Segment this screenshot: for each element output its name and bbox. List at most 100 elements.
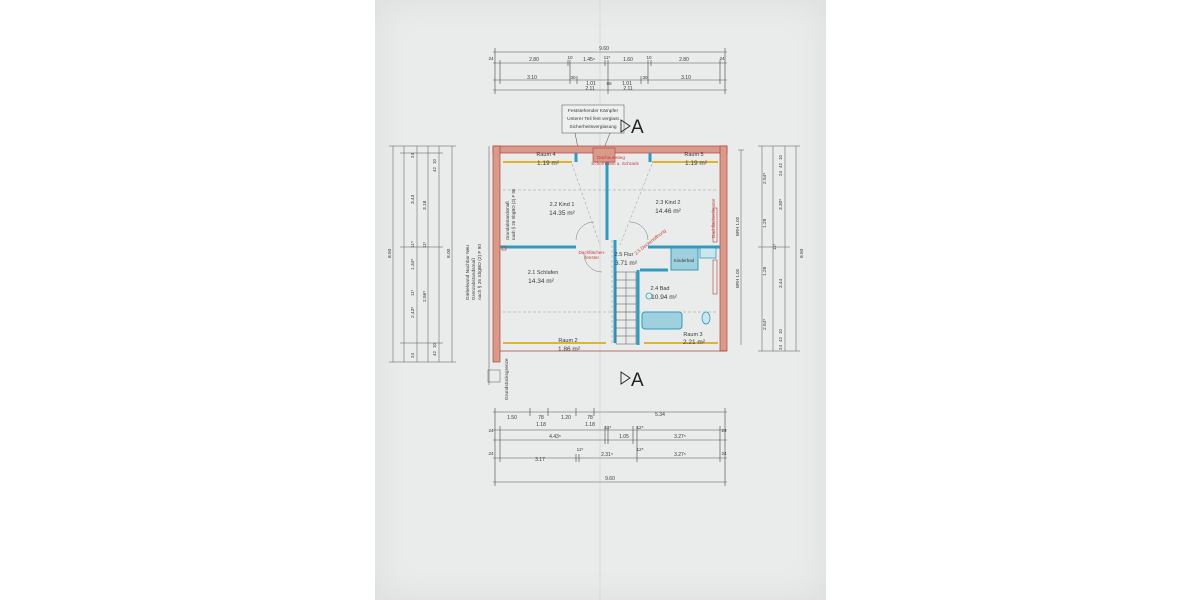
knee-walls — [503, 161, 718, 344]
dim-right-s3: 10 — [778, 329, 783, 334]
dim-right-outer: 8.50 — [799, 248, 805, 258]
room-labels: Raum 4 1.19 m² Raum 5 1.19 m² 2.2 Kind 1… — [528, 152, 708, 353]
dim-bot-r3-5: 3.27⁵ — [674, 434, 686, 440]
dim-left-s7: 11⁵ — [410, 289, 415, 296]
room-kind1-area: 14.35 m² — [549, 210, 575, 217]
left-inner-note-2: nach § 26 SbgBO (2) F 90 — [511, 188, 516, 240]
dim-right-s4: 42 — [778, 337, 783, 342]
red-top-1: Dachausstieg — [597, 155, 625, 160]
dim-top-r1-5: 1.60 — [623, 57, 633, 63]
windows — [501, 207, 718, 295]
bottom-dimensions — [493, 408, 727, 486]
kaempfer-note: Feststehender Kämpfer Unterer Teil fest … — [561, 104, 625, 149]
room-flur-name: 2.5 Flur — [615, 252, 634, 258]
dim-right-0: 2.54⁵ — [762, 173, 768, 184]
dim-top-r1-0: 24 — [488, 56, 494, 61]
room-5-name: Raum 5 — [684, 152, 703, 158]
left-dim-labels: 8.50 8.00 3.43 3.18 1.34⁵ 11⁵ 2.56⁵ 2.43… — [387, 153, 452, 358]
dim-bot-r4-5: 3.27⁵ — [674, 452, 686, 458]
room-kind1-name: 2.2 Kind 1 — [550, 202, 575, 208]
room-kind2-area: 14.46 m² — [655, 208, 681, 215]
red-right: Dachflächenfenster — [711, 198, 716, 238]
dim-left-s1: 42 — [432, 167, 437, 172]
toilet — [701, 311, 711, 325]
dim-bot-r3-1: 4.43⁵ — [549, 434, 561, 440]
dim-bot-r2-0: 1.18 — [536, 422, 546, 428]
dim-left-3: 11⁵ — [410, 241, 416, 248]
section-mark-bottom: A — [620, 370, 644, 391]
red-left-2: fenster — [585, 255, 600, 260]
dim-bot-r4-3: 2.31⁵ — [601, 452, 613, 458]
chimney — [592, 147, 616, 163]
dim-bot-r4-1: 3.17 — [535, 457, 545, 463]
dim-right-1: 3.30⁵ — [778, 199, 784, 210]
bath-fixtures: Kinderbad — [641, 247, 717, 330]
room-3-area: 2.21 m² — [683, 339, 706, 346]
dim-bot-r3-6: 24 — [721, 428, 727, 433]
dim-right-s5: 24 — [778, 345, 783, 350]
room-bad-name: 2.4 Bad — [651, 286, 670, 292]
dim-top-r2-2: 1.01 — [586, 81, 596, 87]
right-dim-labels: 8.50 2.54⁵ 3.30⁵ 1.29 1.26 11⁵ 3.44 2.54… — [735, 155, 805, 350]
dim-bot-total: 9.60 — [605, 476, 615, 482]
dim-top-r2-5: 30 — [642, 75, 648, 80]
dim-left-s4: 42 — [432, 351, 437, 356]
dim-top-r1-6: 10 — [646, 55, 652, 60]
section-mark-top: A — [620, 117, 644, 138]
bottom-wall-note: Grundstücksgrenze — [504, 358, 510, 400]
dim-right-3: 1.26 — [762, 266, 768, 276]
dim-bot-r1-3: 78 — [587, 415, 593, 421]
room-5-area: 1.19 m² — [685, 160, 708, 167]
dim-top-r3-1: 2.11 — [623, 86, 633, 92]
dim-top-r1-7: 2.80 — [679, 57, 689, 63]
dim-right-s0: 10 — [778, 155, 783, 160]
dim-left-outer: 8.50 — [387, 248, 393, 258]
dim-bot-r2-1: 1.18 — [585, 422, 595, 428]
door-swings — [575, 221, 649, 273]
left-wall-note-1: Giebelwand Nachbar Neu — [465, 245, 471, 300]
bathtub — [641, 311, 683, 330]
dim-bot-r1-4: 5.34 — [655, 412, 665, 418]
room-4-name: Raum 4 — [536, 152, 555, 158]
dim-left-s6: 11⁵ — [422, 241, 427, 248]
dim-top-r2-1: 30 — [570, 75, 576, 80]
section-letter-top: A — [631, 117, 644, 138]
dim-top-r2-4: 1.01 — [622, 81, 632, 87]
room-schlafen-area: 14.34 m² — [528, 278, 554, 285]
brh-upper: BRH 1.00 — [735, 216, 740, 236]
room-bad-area: 10.94 m² — [651, 294, 677, 301]
staircase — [615, 271, 637, 345]
dim-left-4: 2.56⁵ — [422, 291, 428, 302]
roof-lines — [503, 163, 718, 345]
kaempfer-line-3: Sicherheitsverglasung — [569, 124, 617, 130]
red-annotations: Dachausstieg Schornstein u. Schrank 2.5 … — [578, 155, 716, 260]
top-dimensions — [493, 48, 727, 94]
dim-right-s1: 42 — [778, 163, 783, 168]
kaempfer-line-1: Feststehender Kämpfer — [568, 108, 619, 114]
room-schlafen-name: 2.1 Schlafen — [528, 270, 559, 276]
kaempfer-line-2: Unterer Teil fest verglast — [567, 116, 619, 122]
left-wall-note-3: nach § 26 SbgBO (2) F 90 — [477, 244, 483, 300]
drain — [645, 292, 653, 300]
dim-right-s2: 24 — [778, 171, 783, 176]
dim-bot-r1-0: 1.50 — [507, 415, 517, 421]
dim-left-0: 3.43 — [410, 194, 416, 204]
red-top-2: Schornstein u. Schrank — [591, 161, 639, 166]
sink — [699, 247, 717, 259]
dim-left-s3: 10 — [432, 343, 437, 348]
dim-left-2: 1.34⁵ — [410, 259, 416, 270]
dim-top-r2-0: 3.10 — [527, 75, 537, 81]
kinderbad-label: Kinderbad — [674, 258, 695, 263]
left-dimensions — [389, 145, 456, 363]
room-4-area: 1.19 m² — [537, 160, 560, 167]
dim-top-r1-2: 10 — [567, 55, 573, 60]
top-dimension-labels: 9.60 24 2.80 10 1.45⁵ 11⁵ 1.60 10 2.80 2… — [488, 46, 725, 92]
dim-bot-r1-2: 1.20 — [561, 415, 571, 421]
dim-left-s0: 10 — [432, 159, 437, 164]
dim-top-total: 9.60 — [599, 46, 609, 52]
left-inner-note-1: Grundabstandsmaß — [505, 201, 510, 240]
room-kind2-name: 2.3 Kind 2 — [656, 200, 681, 206]
dim-top-r2-6: 3.10 — [681, 75, 691, 81]
dim-left-inner: 8.00 — [446, 248, 452, 258]
dim-top-r1-3: 1.45⁵ — [583, 57, 595, 63]
